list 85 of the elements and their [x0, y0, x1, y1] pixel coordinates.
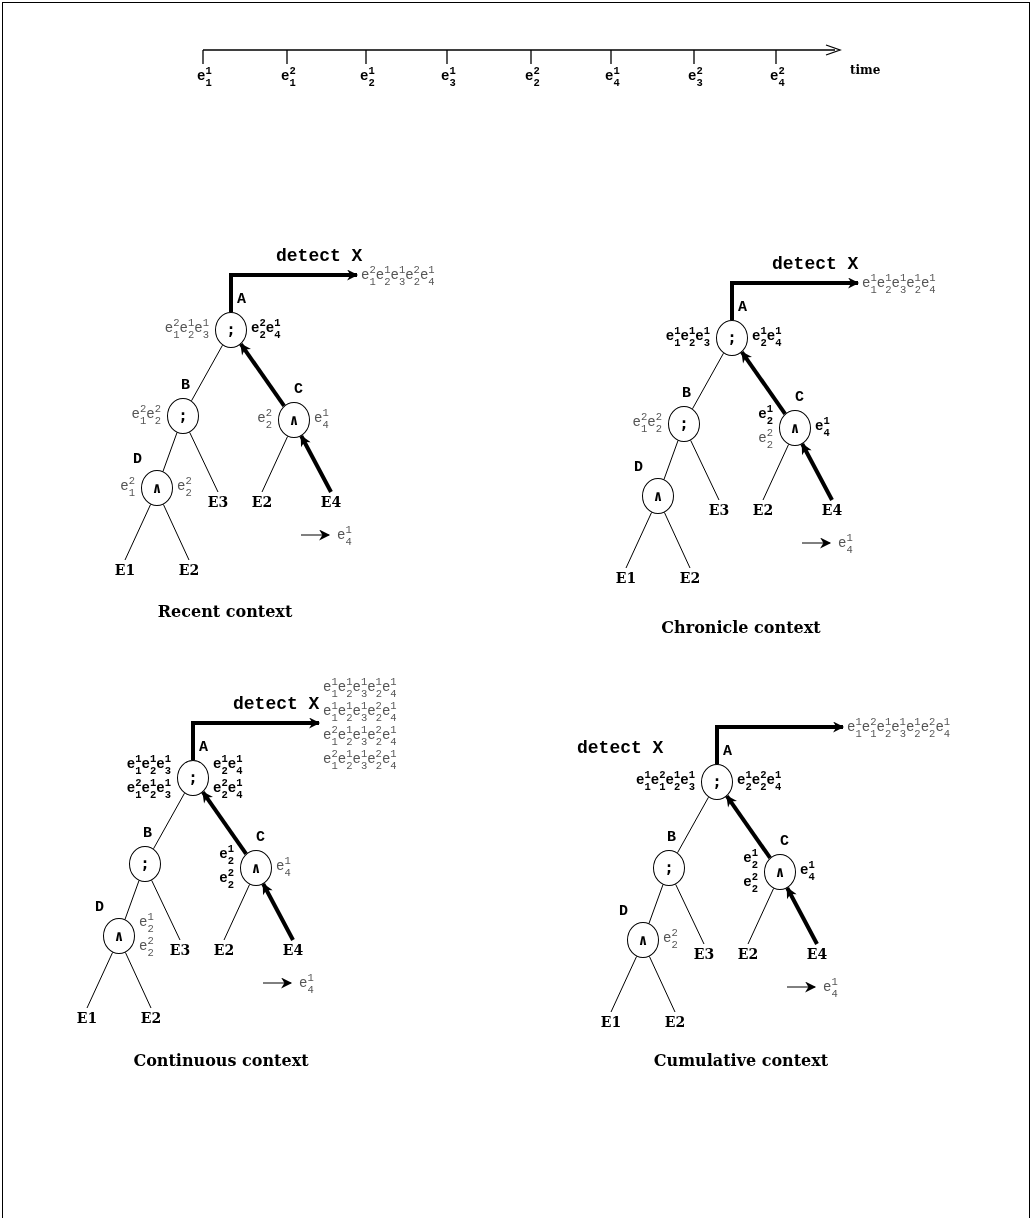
- detect-arrow: [730, 277, 860, 320]
- event-label: E4: [821, 500, 843, 520]
- event-label: E2: [664, 1012, 686, 1032]
- tree-line: [648, 884, 664, 924]
- panel-caption: Cumulative context: [653, 1051, 829, 1071]
- event-label: E4: [282, 940, 304, 960]
- tree-line: [162, 504, 190, 561]
- tree-line: [677, 796, 709, 854]
- tree-line: [663, 440, 679, 480]
- node-letter: B: [181, 376, 190, 396]
- tree-line: [151, 879, 181, 941]
- event-label: E2: [178, 560, 200, 580]
- node-letter: A: [723, 742, 732, 762]
- tree-line: [625, 512, 653, 569]
- edge-label: detect X: [772, 254, 859, 274]
- tree-line: [223, 884, 251, 941]
- edge-label: detect X: [276, 246, 363, 266]
- detect-arrow: [715, 721, 845, 764]
- event-label: E2: [737, 944, 759, 964]
- tree-line: [690, 439, 720, 501]
- axis-label: time: [850, 62, 881, 79]
- arrow: [785, 887, 819, 945]
- event-label: E2: [251, 492, 273, 512]
- tree-line: [261, 436, 289, 493]
- tree-line: [124, 952, 152, 1009]
- node-letter: C: [256, 828, 265, 848]
- tree-line: [191, 344, 223, 402]
- event-label: E2: [752, 500, 774, 520]
- event-label: E2: [140, 1008, 162, 1028]
- node-letter: A: [237, 290, 246, 310]
- tree-line: [762, 444, 790, 501]
- tree-line: [86, 952, 114, 1009]
- tree-line: [747, 888, 775, 945]
- event-label: E4: [320, 492, 342, 512]
- detect-arrow: [229, 269, 359, 312]
- arrow: [300, 529, 331, 541]
- event-label: E1: [615, 568, 637, 588]
- event-label: E3: [169, 940, 191, 960]
- arrow: [261, 883, 295, 941]
- arrow: [800, 443, 834, 501]
- tree-line: [692, 352, 724, 410]
- node-letter: D: [95, 898, 104, 918]
- arrow: [725, 795, 772, 859]
- event-label: E3: [708, 500, 730, 520]
- node-letter: C: [795, 388, 804, 408]
- tree-line: [675, 883, 705, 945]
- arrow: [201, 791, 248, 855]
- event-label: E2: [213, 940, 235, 960]
- panel-caption: Recent context: [157, 602, 293, 622]
- tree-line: [162, 432, 178, 472]
- event-label: E1: [76, 1008, 98, 1028]
- event-label: E3: [693, 944, 715, 964]
- event-label: E1: [600, 1012, 622, 1032]
- node-letter: D: [634, 458, 643, 478]
- node-letter: B: [682, 384, 691, 404]
- node-letter: A: [199, 738, 208, 758]
- node-letter: A: [738, 298, 747, 318]
- tree-line: [648, 956, 676, 1013]
- panel-caption: Continuous context: [133, 1051, 309, 1071]
- node-letter: B: [143, 824, 152, 844]
- event-label: E3: [207, 492, 229, 512]
- edge-label: detect X: [233, 694, 320, 714]
- panel-caption: Chronicle context: [661, 618, 821, 638]
- edge-label: detect X: [577, 738, 664, 758]
- tree-line: [153, 792, 185, 850]
- node-letter: B: [667, 828, 676, 848]
- node-letter: D: [619, 902, 628, 922]
- event-label: E4: [806, 944, 828, 964]
- arrow: [786, 981, 817, 993]
- node-letter: D: [133, 450, 142, 470]
- tree-line: [189, 431, 219, 493]
- arrow: [299, 435, 333, 493]
- event-label: E1: [114, 560, 136, 580]
- detect-arrow: [191, 717, 321, 760]
- tree-line: [124, 880, 140, 920]
- arrow: [801, 537, 832, 549]
- tree-line: [663, 512, 691, 569]
- event-label: E2: [679, 568, 701, 588]
- node-letter: C: [780, 832, 789, 852]
- arrow: [239, 343, 286, 407]
- tree-line: [610, 956, 638, 1013]
- tree-line: [124, 504, 152, 561]
- arrow: [740, 351, 787, 415]
- node-letter: C: [294, 380, 303, 400]
- arrow: [262, 977, 293, 989]
